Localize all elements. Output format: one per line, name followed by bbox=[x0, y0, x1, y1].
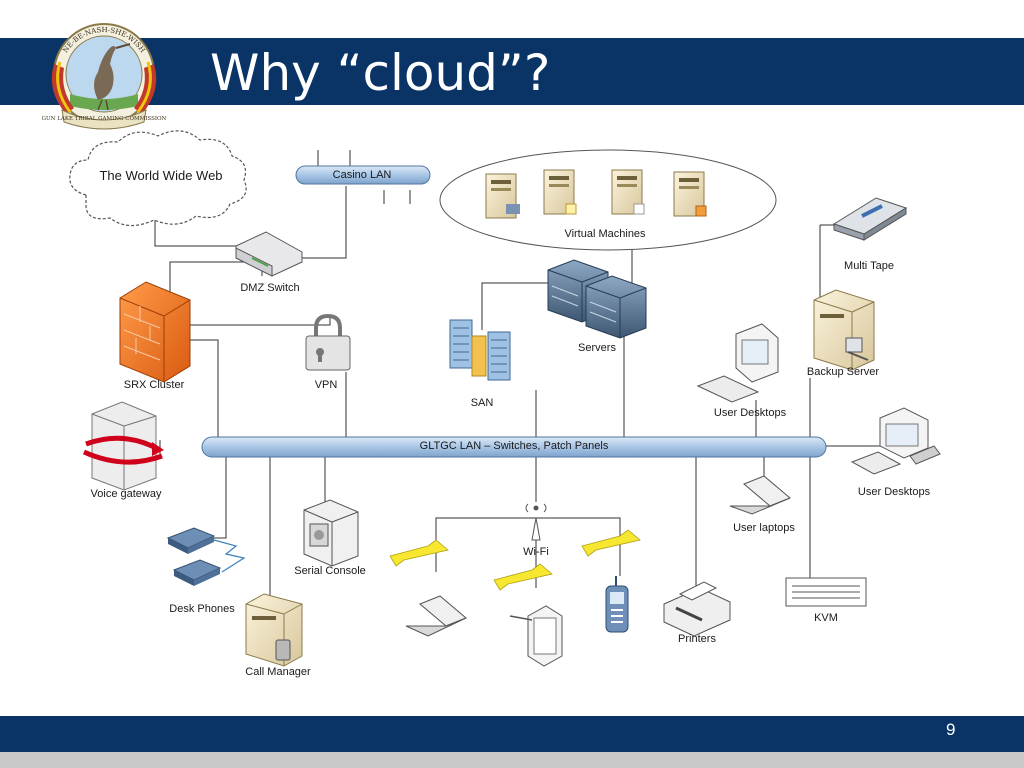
serial-console-icon bbox=[303, 499, 359, 567]
user-desktop-icon bbox=[696, 323, 779, 403]
vm-server-icons bbox=[485, 169, 707, 219]
footer-bar bbox=[0, 716, 1024, 752]
user-desktops-label: User Desktops bbox=[857, 486, 931, 498]
backup-server-label: Backup Server bbox=[806, 366, 880, 378]
world-wide-web-label: The World Wide Web bbox=[99, 168, 223, 183]
multi-tape-icon bbox=[832, 197, 908, 241]
srx-cluster-label: SRX Cluster bbox=[123, 379, 185, 391]
desk-phones-label: Desk Phones bbox=[169, 603, 235, 615]
dmz-switch-icon bbox=[235, 231, 303, 277]
srx-cluster-firewall-icon bbox=[119, 281, 191, 383]
user-laptop-icon bbox=[729, 475, 791, 515]
gltgc-lan-bus bbox=[201, 436, 827, 458]
dmz-switch-label: DMZ Switch bbox=[240, 282, 300, 294]
servers-rack-icon bbox=[547, 259, 647, 339]
serial-console-label: Serial Console bbox=[294, 565, 366, 577]
user-desktops-label: User Desktops bbox=[713, 407, 787, 419]
voice-gateway-label: Voice gateway bbox=[90, 488, 162, 500]
page-number: 9 bbox=[946, 720, 956, 739]
tablet-icon bbox=[509, 605, 563, 667]
desk-phones-icon bbox=[166, 527, 222, 586]
virtual-machines-label: Virtual Machines bbox=[564, 228, 646, 240]
slide-title: Why “cloud”? bbox=[210, 44, 551, 102]
call-manager-label: Call Manager bbox=[245, 666, 311, 678]
servers-label: Servers bbox=[578, 342, 616, 354]
footer-strip bbox=[0, 752, 1024, 768]
cell-phone-icon bbox=[605, 576, 629, 633]
san-label: SAN bbox=[470, 397, 494, 409]
kvm-icon bbox=[785, 577, 867, 607]
wifi-antenna-icon bbox=[525, 503, 547, 541]
kvm-label: KVM bbox=[814, 612, 838, 624]
backup-server-icon bbox=[813, 289, 875, 371]
multi-tape-label: Multi Tape bbox=[844, 260, 894, 272]
phone-cord bbox=[213, 539, 246, 573]
wireless-lightning-icons bbox=[389, 529, 641, 591]
printer-icon bbox=[663, 581, 731, 637]
vpn-padlock-icon bbox=[305, 313, 351, 371]
world-wide-web-cloud bbox=[69, 130, 247, 227]
user-desktop-icon bbox=[850, 407, 941, 475]
wireless-laptop-icon bbox=[405, 595, 467, 637]
svg-text:GUN LAKE TRIBAL GAMING COMMISS: GUN LAKE TRIBAL GAMING COMMISSION bbox=[42, 116, 167, 122]
wifi-label: Wi-Fi bbox=[523, 546, 549, 558]
casino-lan-label: Casino LAN bbox=[332, 169, 392, 181]
user-laptops-label: User laptops bbox=[733, 522, 795, 534]
voice-gateway-icon bbox=[82, 401, 164, 491]
tribal-seal-logo: NE-BE-NASH-SHE-WISH GUN LAKE TRIBAL GAMI… bbox=[42, 23, 167, 130]
vpn-label: VPN bbox=[314, 379, 338, 391]
call-manager-server-icon bbox=[245, 593, 303, 667]
title-bar bbox=[0, 38, 1024, 105]
san-storage-icon bbox=[449, 319, 511, 381]
printers-label: Printers bbox=[678, 633, 716, 645]
gltgc-lan-label: GLTGC LAN – Switches, Patch Panels bbox=[419, 440, 609, 452]
casino-lan-bus bbox=[295, 165, 431, 185]
